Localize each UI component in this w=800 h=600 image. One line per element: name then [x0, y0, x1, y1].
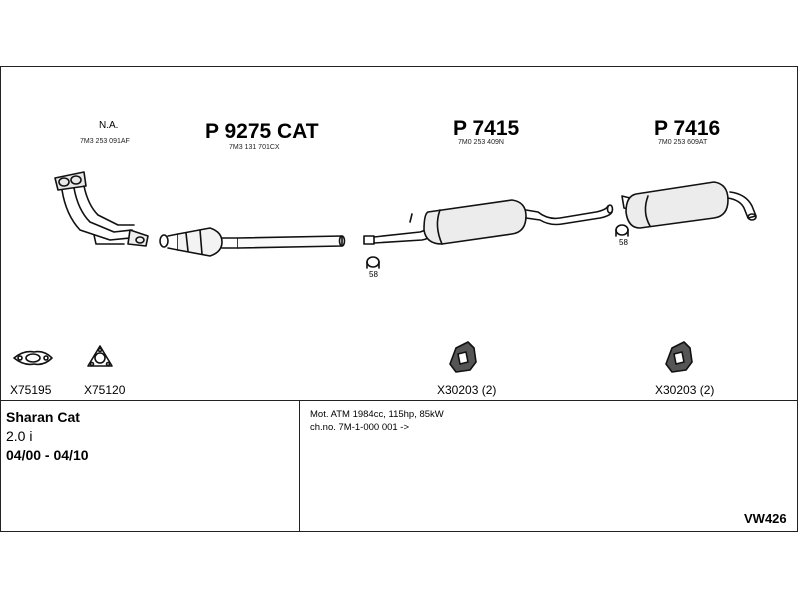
- accessory-code: X75120: [84, 383, 126, 397]
- divider-vertical: [299, 401, 300, 531]
- part-number-catalytic-converter: 7M3 131 701CX: [229, 144, 280, 151]
- chassis-info: ch.no. 7M-1-000 001 ->: [310, 422, 410, 433]
- clamp-icon: [615, 224, 629, 237]
- part-number-rear-muffler: 7M0 253 609AT: [658, 139, 708, 146]
- motor-info: Mot. ATM 1984cc, 115hp, 85kW: [310, 409, 444, 420]
- clamp-number: 58: [369, 270, 378, 279]
- accessory-code: X30203 (2): [655, 383, 715, 397]
- part-label-rear-muffler: P 7416: [654, 117, 721, 140]
- divider-horizontal: [0, 400, 798, 401]
- clamp-icon: [366, 256, 380, 269]
- part-number-center-muffler: 7M0 253 409N: [458, 139, 504, 146]
- rubber-hanger-icon: [665, 341, 693, 373]
- triangle-gasket-icon: [87, 345, 113, 367]
- rubber-hanger-icon: [449, 341, 477, 373]
- production-years: 04/00 - 04/10: [6, 447, 89, 463]
- accessory-code: X75195: [10, 383, 52, 397]
- front-pipe-part: [54, 171, 149, 247]
- reference-code: VW426: [744, 511, 787, 526]
- part-number-front-pipe: 7M3 253 091AF: [80, 138, 130, 145]
- accessory-code: X30203 (2): [437, 383, 497, 397]
- engine-size: 2.0 i: [6, 428, 33, 444]
- center-muffler-part: [363, 199, 614, 245]
- oval-gasket-icon: [13, 350, 53, 366]
- part-label-front-pipe: N.A.: [99, 120, 119, 131]
- vehicle-model: Sharan Cat: [6, 409, 80, 425]
- catalytic-converter-part: [159, 227, 346, 257]
- part-label-catalytic-converter: P 9275 CAT: [205, 120, 319, 143]
- diagram-frame: [0, 66, 798, 532]
- part-label-center-muffler: P 7415: [453, 117, 520, 140]
- clamp-number: 58: [619, 238, 628, 247]
- rear-muffler-part: [621, 181, 757, 229]
